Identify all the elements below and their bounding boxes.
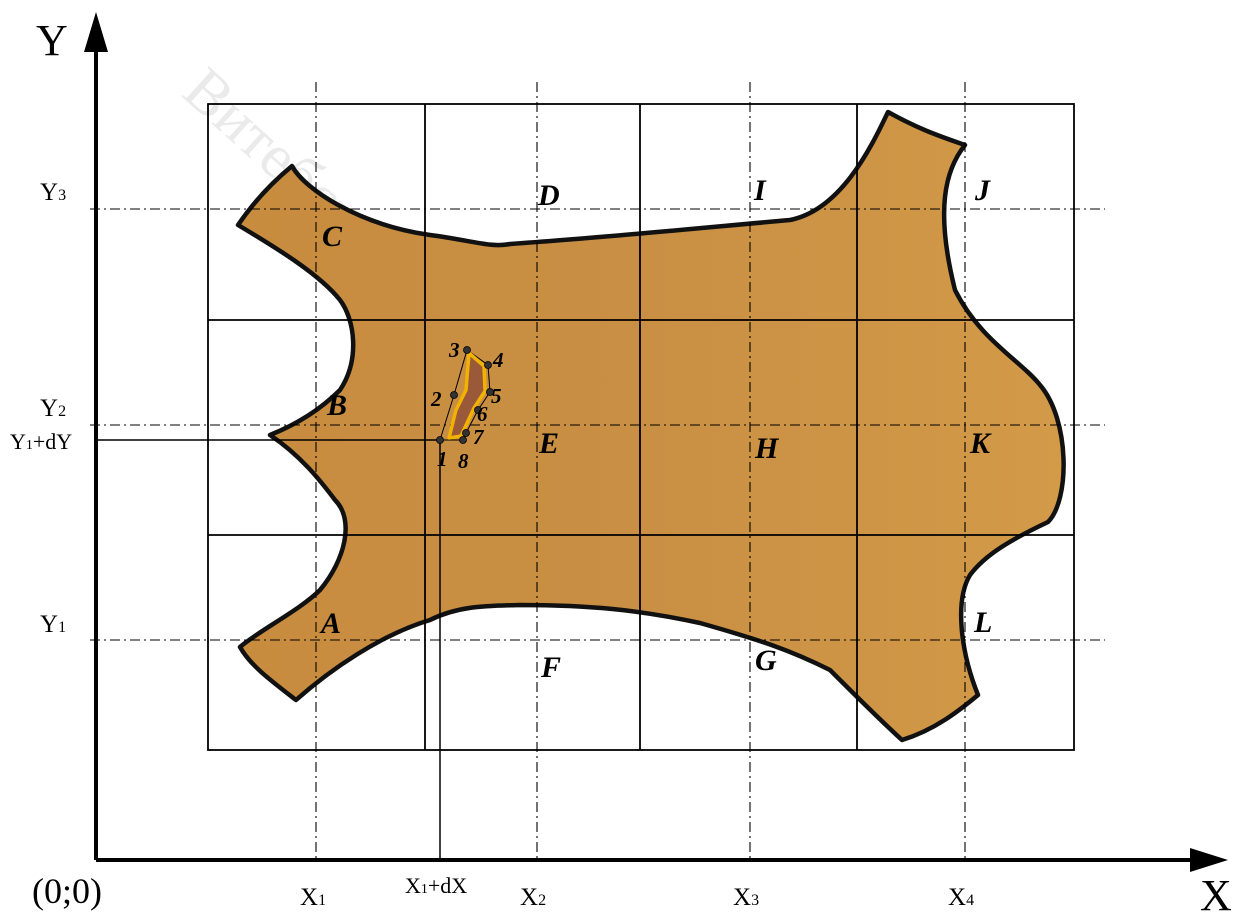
defect-point-8 <box>459 436 467 444</box>
defect-label-5: 5 <box>491 384 502 408</box>
region-label-b: B <box>326 389 347 422</box>
x-tick-2: X2 <box>520 884 546 911</box>
region-label-e: E <box>538 427 559 460</box>
defect-label-7: 7 <box>473 425 485 449</box>
region-label-l: L <box>973 606 992 639</box>
defect-label-8: 8 <box>458 449 469 473</box>
region-label-d: D <box>537 179 560 212</box>
x-tick-3: X3 <box>733 884 759 911</box>
defect-point-3 <box>463 346 471 354</box>
x-axis-arrow <box>1190 848 1228 872</box>
region-label-a: A <box>319 607 341 640</box>
y-tick-1: Y1 <box>40 611 66 638</box>
x-axis-label: X <box>1200 871 1232 915</box>
y-tick-2: Y2 <box>40 395 66 422</box>
defect-point-1 <box>436 436 444 444</box>
region-label-h: H <box>754 432 780 465</box>
offset-lines <box>95 439 441 860</box>
defect-label-2: 2 <box>430 387 442 411</box>
y-tick-3: Y3 <box>40 179 66 206</box>
region-label-c: C <box>322 220 343 253</box>
defect-shape <box>447 351 487 440</box>
x-tick-1-plus-dx: X1+dX <box>405 873 467 898</box>
defect-label-6: 6 <box>477 402 488 426</box>
defect-label-3: 3 <box>448 338 460 362</box>
region-label-j: J <box>974 174 991 207</box>
defect-label-4: 4 <box>492 348 504 372</box>
defect-point-7 <box>462 429 470 437</box>
defect-point-6 <box>474 406 482 414</box>
y-axis-arrow <box>84 12 108 52</box>
grid <box>207 103 1075 751</box>
x-tick-1: X1 <box>300 884 326 911</box>
y-axis-label: Y <box>36 16 68 65</box>
x-tick-4: X4 <box>948 884 974 911</box>
defect-point-2 <box>450 391 458 399</box>
y-tick-1-plus-dy: Y1+dY <box>10 429 72 454</box>
guide-lines <box>90 82 1105 860</box>
region-label-f: F <box>540 651 561 684</box>
defect-point-4 <box>484 361 492 369</box>
region-label-g: G <box>755 644 777 677</box>
defect-point-5 <box>486 388 494 396</box>
axes <box>94 40 1200 862</box>
region-label-i: I <box>753 174 767 207</box>
defect-area <box>436 346 494 444</box>
origin-label: (0;0) <box>32 871 102 911</box>
region-label-k: K <box>969 427 992 460</box>
defect-label-1: 1 <box>437 447 448 471</box>
